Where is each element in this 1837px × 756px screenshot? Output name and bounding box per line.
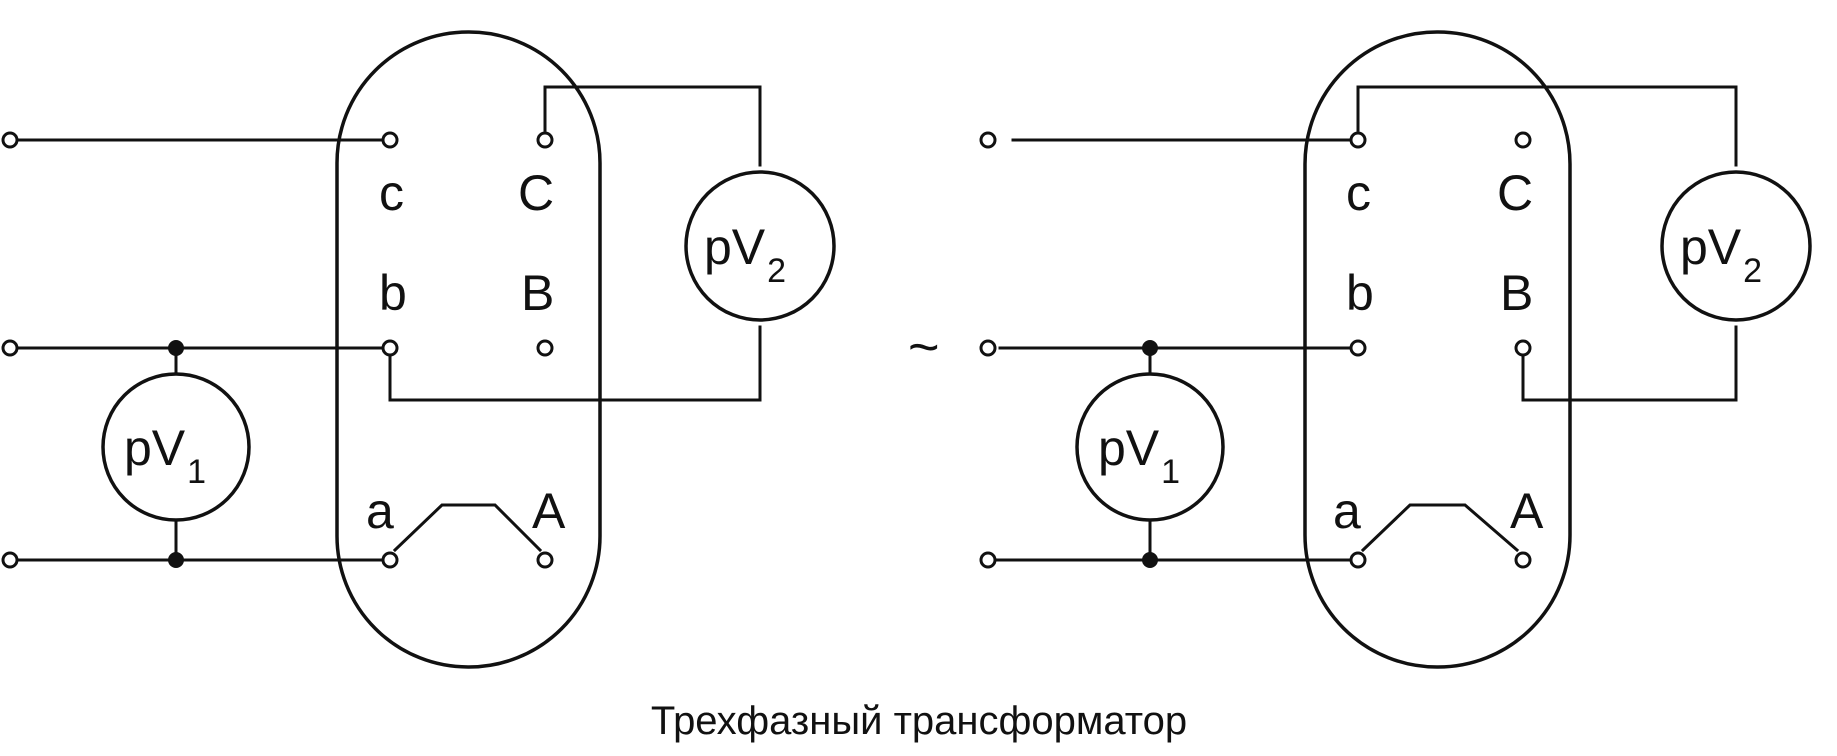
left-label-c: c [379, 165, 404, 221]
left-label-C: C [518, 165, 554, 221]
right-winding-a-A [1360, 503, 1520, 553]
right-pv2-sub: 2 [1743, 252, 1762, 290]
right-terminal-A [1514, 551, 1532, 569]
left-terminal-a [381, 551, 399, 569]
svg-text:pV1: pV1 [124, 420, 206, 491]
left-pv1-sub: 1 [187, 453, 206, 491]
left-pv2-sub: 2 [767, 252, 786, 290]
left-wire-C-to-meter2 [543, 85, 762, 167]
svg-text:pV2: pV2 [704, 219, 786, 290]
left-input-terminal-a [1, 551, 19, 569]
left-terminal-b [381, 339, 399, 357]
left-terminal-A [536, 551, 554, 569]
left-junction-b [168, 340, 184, 356]
right-wire-B-to-meter2 [1521, 325, 1738, 402]
left-label-b: b [379, 265, 407, 321]
left-voltmeter-pv1: pV1 [101, 372, 251, 522]
right-label-a: a [1333, 483, 1361, 539]
right-pv1-main: pV [1098, 420, 1160, 476]
left-terminal-B [536, 339, 554, 357]
right-wire-c-to-meter2 [1356, 85, 1738, 167]
right-junction-b [1142, 340, 1158, 356]
right-pv1-sub: 1 [1161, 453, 1180, 491]
svg-text:pV2: pV2 [1680, 219, 1762, 290]
right-voltmeter-pv1: pV1 [1075, 372, 1225, 522]
left-terminal-C [536, 131, 554, 149]
right-input-terminal-b [979, 339, 997, 357]
left-terminal-c [381, 131, 399, 149]
right-label-c: c [1346, 165, 1371, 221]
diagram-caption: Трехфазный трансформатор [651, 699, 1187, 743]
right-terminal-a [1349, 551, 1367, 569]
left-input-terminal-b [1, 339, 19, 357]
right-ac-source-symbol: ~ [908, 317, 940, 377]
right-voltmeter-pv2: pV2 [1660, 170, 1812, 322]
right-label-B: B [1500, 265, 1533, 321]
right-terminal-c [1349, 131, 1367, 149]
right-input-terminal-a [979, 551, 997, 569]
left-label-A: A [532, 483, 566, 539]
right-input-terminal-c [979, 131, 997, 149]
left-schematic: c b a C B A pV1 pV2 [1, 30, 836, 669]
left-winding-a-A [392, 503, 543, 553]
left-pv1-main: pV [124, 420, 186, 476]
right-schematic: ~ c b a C B A pV1 pV2 [908, 30, 1812, 669]
left-input-terminal-c [1, 131, 19, 149]
right-terminal-C [1514, 131, 1532, 149]
left-voltmeter-pv2: pV2 [684, 170, 836, 322]
right-pv2-main: pV [1680, 219, 1742, 275]
right-label-b: b [1346, 265, 1374, 321]
left-junction-a [168, 552, 184, 568]
left-wire-b-to-meter2 [388, 325, 762, 402]
right-label-C: C [1497, 165, 1533, 221]
left-label-B: B [521, 265, 554, 321]
right-junction-a [1142, 552, 1158, 568]
right-terminal-b [1349, 339, 1367, 357]
svg-text:pV1: pV1 [1098, 420, 1180, 491]
left-label-a: a [366, 483, 394, 539]
left-pv2-main: pV [704, 219, 766, 275]
right-label-A: A [1510, 483, 1544, 539]
right-terminal-B [1514, 339, 1532, 357]
